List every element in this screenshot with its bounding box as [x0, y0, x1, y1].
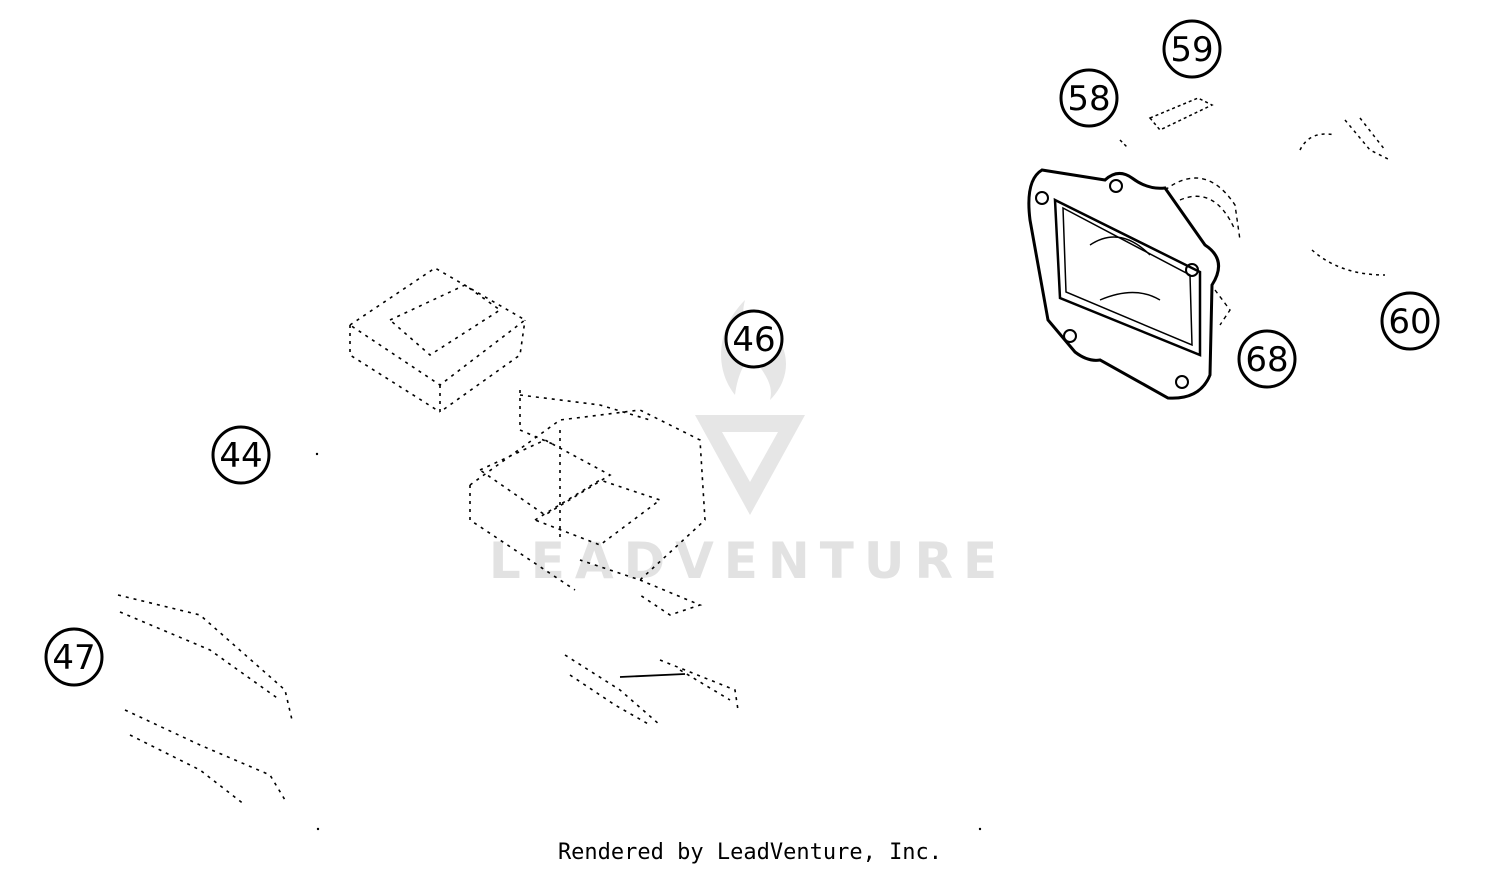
svg-text:46: 46 [732, 320, 775, 360]
bolt-part [1119, 97, 1214, 149]
watermark-text: LEADVENTURE [489, 532, 1007, 590]
svg-text:47: 47 [52, 638, 95, 678]
svg-text:68: 68 [1245, 340, 1288, 380]
svg-text:60: 60 [1388, 302, 1431, 342]
callout-44: 44 [211, 425, 271, 485]
callout-68: 68 [1237, 329, 1297, 389]
svg-text:58: 58 [1067, 79, 1110, 119]
clamp-part [1299, 117, 1391, 276]
callout-47: 47 [44, 627, 104, 687]
callout-60: 60 [1380, 291, 1440, 351]
watermark-logo: LEADVENTURE [489, 300, 1007, 590]
v-mark-icon [695, 415, 805, 515]
svg-text:44: 44 [219, 436, 262, 476]
svg-text:59: 59 [1170, 30, 1213, 70]
intake-flange [1027, 168, 1241, 400]
callout-58: 58 [1059, 68, 1119, 128]
callout-59: 59 [1162, 19, 1222, 79]
callout-46: 46 [724, 309, 784, 369]
reed-valve-parts [117, 267, 739, 806]
render-credit: Rendered by LeadVenture, Inc. [557, 840, 943, 865]
